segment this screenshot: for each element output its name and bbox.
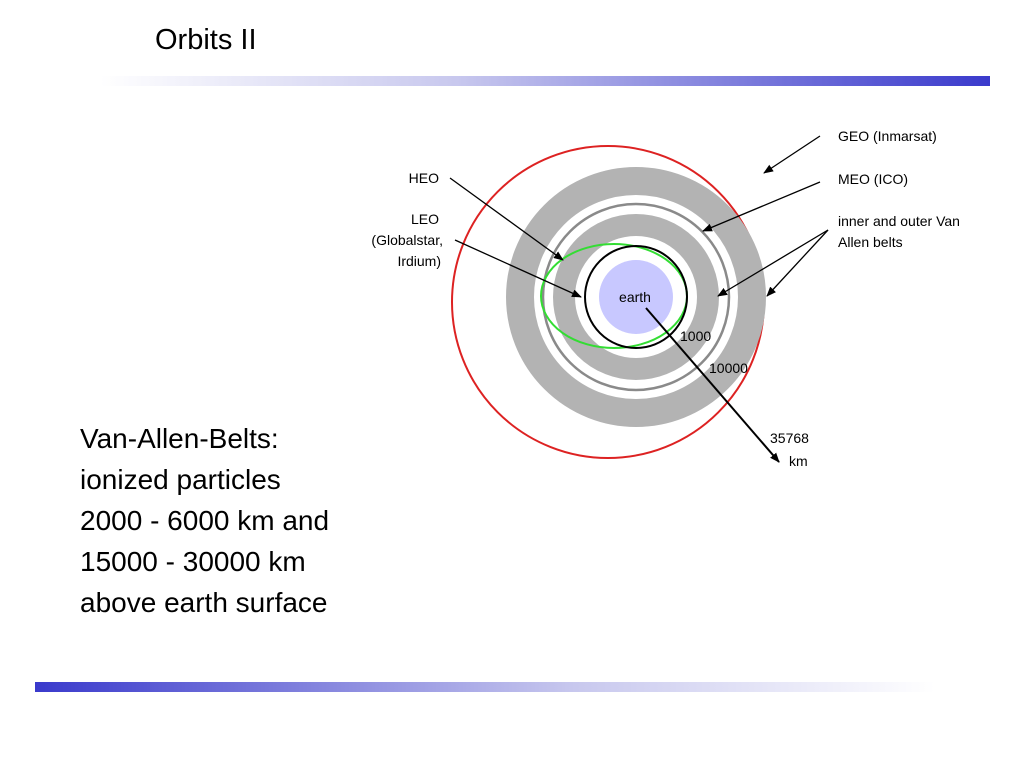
- geo-label: GEO (Inmarsat): [838, 128, 937, 144]
- heo-pointer-arrow: [449, 177, 564, 261]
- heo-label: HEO: [409, 170, 439, 186]
- van-allen-label-line2: Allen belts: [838, 234, 903, 250]
- leo-orbit: [584, 245, 688, 349]
- meo-label: MEO (ICO): [838, 171, 908, 187]
- description-line: 2000 - 6000 km and: [80, 505, 330, 536]
- earth: [599, 260, 673, 334]
- inner-van-allen-belt: [553, 214, 719, 380]
- distance-km-label: km: [789, 453, 808, 469]
- inner-belt-pointer-arrow: [717, 229, 829, 297]
- meo-pointer-arrow: [702, 181, 821, 232]
- van-allen-label-line1: inner and outer Van: [838, 213, 960, 229]
- earth-label: earth: [619, 289, 651, 305]
- leo-pointer-arrow: [454, 239, 582, 298]
- leo-label-line3: Irdium): [397, 253, 441, 269]
- title-underline-bar: [100, 76, 990, 86]
- description-line: ionized particles: [80, 464, 281, 495]
- leo-label-line1: LEO: [411, 211, 439, 227]
- outer-van-allen-belt: [506, 167, 766, 427]
- van-allen-description: Van-Allen-Belts: ionized particles 2000 …: [80, 418, 420, 623]
- distance-arrow: [645, 307, 780, 463]
- leo-label-line2: (Globalstar,: [371, 232, 443, 248]
- outer-belt-pointer-arrow: [766, 229, 829, 297]
- page-title: Orbits II: [155, 24, 257, 56]
- meo-orbit: [541, 202, 731, 392]
- description-line: above earth surface: [80, 587, 328, 618]
- distance-10000-label: 10000: [709, 360, 748, 376]
- geo-pointer-arrow: [763, 135, 821, 174]
- distance-35768-label: 35768: [770, 430, 809, 446]
- description-line: 15000 - 30000 km: [80, 546, 306, 577]
- distance-1000-label: 1000: [680, 328, 711, 344]
- description-line: Van-Allen-Belts:: [80, 423, 279, 454]
- footer-bar: [35, 682, 935, 692]
